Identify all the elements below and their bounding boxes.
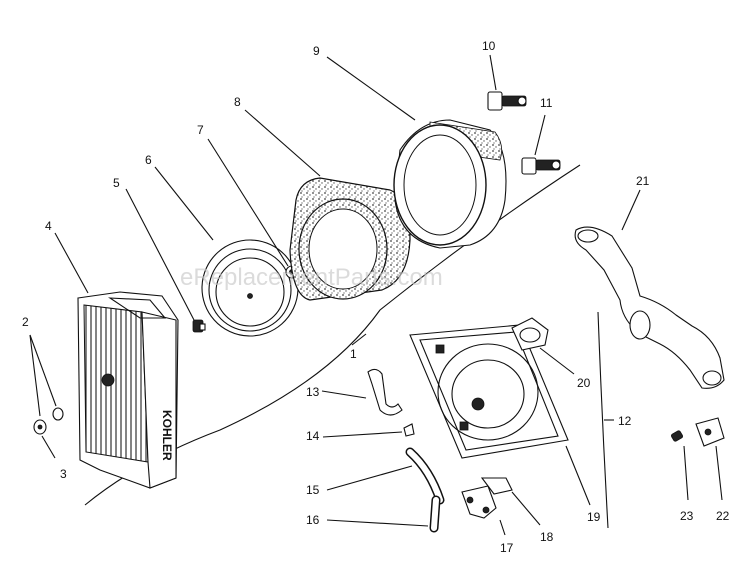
callout-13: 13 <box>306 385 320 399</box>
callout-1: 1 <box>350 347 357 361</box>
callout-22: 22 <box>716 509 730 523</box>
leader-5 <box>125 188 195 321</box>
part-6-cover-plate <box>201 239 299 337</box>
part-20-gasket <box>511 317 549 351</box>
leader-18 <box>511 491 541 526</box>
leader-8 <box>244 109 321 177</box>
callout-18: 18 <box>540 530 554 544</box>
part-10-fitting <box>487 91 527 111</box>
part-5-wing-nut <box>192 319 206 333</box>
callout-5: 5 <box>113 176 120 190</box>
callout-16: 16 <box>306 513 320 527</box>
part-15-hose <box>405 447 445 505</box>
part-19-base-plate <box>409 324 569 459</box>
callout-23: 23 <box>680 509 694 523</box>
leader-3 <box>41 435 56 459</box>
watermark-text: eReplacementParts.com <box>180 264 443 291</box>
part-4-air-cleaner-cover <box>77 291 179 489</box>
leader-4 <box>54 232 89 294</box>
leader-2a <box>29 334 41 417</box>
leader-21 <box>621 189 641 231</box>
leader-10 <box>489 54 497 91</box>
part-21-intake-manifold <box>574 226 725 389</box>
callout-9: 9 <box>313 44 320 58</box>
part-13-tube <box>367 368 403 416</box>
callout-11: 11 <box>540 96 553 110</box>
part-22-flange <box>695 417 725 447</box>
callout-15: 15 <box>306 483 320 497</box>
leader-17 <box>499 519 506 536</box>
leader-2b <box>29 334 57 407</box>
part-2-clips <box>33 407 64 435</box>
callout-14: 14 <box>306 429 320 443</box>
leader-15 <box>326 465 413 491</box>
callout-6: 6 <box>145 153 152 167</box>
leader-19 <box>565 445 591 506</box>
callout-20: 20 <box>577 376 591 390</box>
leader-6 <box>154 166 214 241</box>
leader-14 <box>322 431 403 438</box>
callout-10: 10 <box>482 39 496 53</box>
callout-21: 21 <box>636 174 650 188</box>
leader-20 <box>539 347 575 375</box>
leader-22 <box>715 445 723 501</box>
callout-12: 12 <box>618 414 632 428</box>
part-17-18-bracket <box>461 477 513 519</box>
leader-12-bracket <box>597 311 609 529</box>
leader-16 <box>326 519 429 527</box>
leader-23 <box>683 445 689 501</box>
callout-4: 4 <box>45 219 52 233</box>
leader-13 <box>321 390 367 399</box>
leader-9 <box>326 56 416 121</box>
cover-brand-text: KOHLER <box>160 410 174 461</box>
leader-1 <box>351 333 367 346</box>
part-8-precleaner <box>289 177 411 301</box>
leader-7 <box>207 138 289 267</box>
part-9-filter-element <box>393 119 507 249</box>
part-11-fitting <box>521 157 561 175</box>
part-14-clamp <box>403 423 415 437</box>
callout-8: 8 <box>234 95 241 109</box>
callout-2: 2 <box>22 315 29 329</box>
leader-11 <box>534 114 546 156</box>
part-16-hose-end <box>429 495 441 533</box>
callout-7: 7 <box>197 123 204 137</box>
callout-17: 17 <box>500 541 514 555</box>
callout-3: 3 <box>60 467 67 481</box>
callout-19: 19 <box>587 510 601 524</box>
part-23-screw <box>671 430 683 442</box>
